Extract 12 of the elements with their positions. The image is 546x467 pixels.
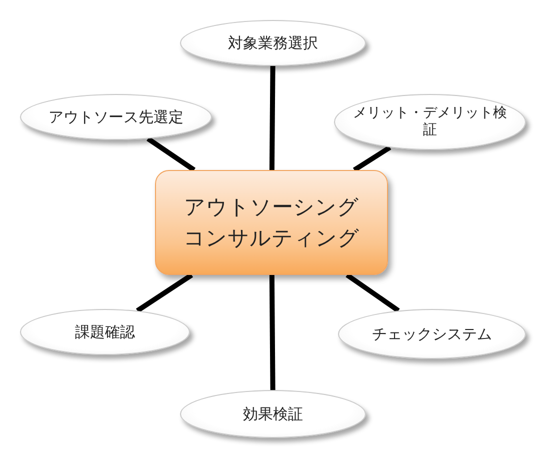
- topic-ellipse: メリット・デメリット検証: [334, 94, 526, 150]
- connector-line: [346, 272, 400, 313]
- topic-ellipse: 対象業務選択: [180, 20, 366, 66]
- topic-ellipse: アウトソース先選定: [20, 94, 212, 140]
- topic-ellipse: 課題確認: [20, 309, 190, 355]
- connector-line: [269, 274, 276, 390]
- connector-line: [269, 66, 276, 170]
- topic-ellipse: チェックシステム: [338, 309, 526, 359]
- topic-ellipse: 効果検証: [180, 390, 366, 438]
- connector-line: [136, 272, 194, 313]
- connector-line: [352, 145, 392, 172]
- center-box: アウトソーシングコンサルティング: [155, 170, 388, 275]
